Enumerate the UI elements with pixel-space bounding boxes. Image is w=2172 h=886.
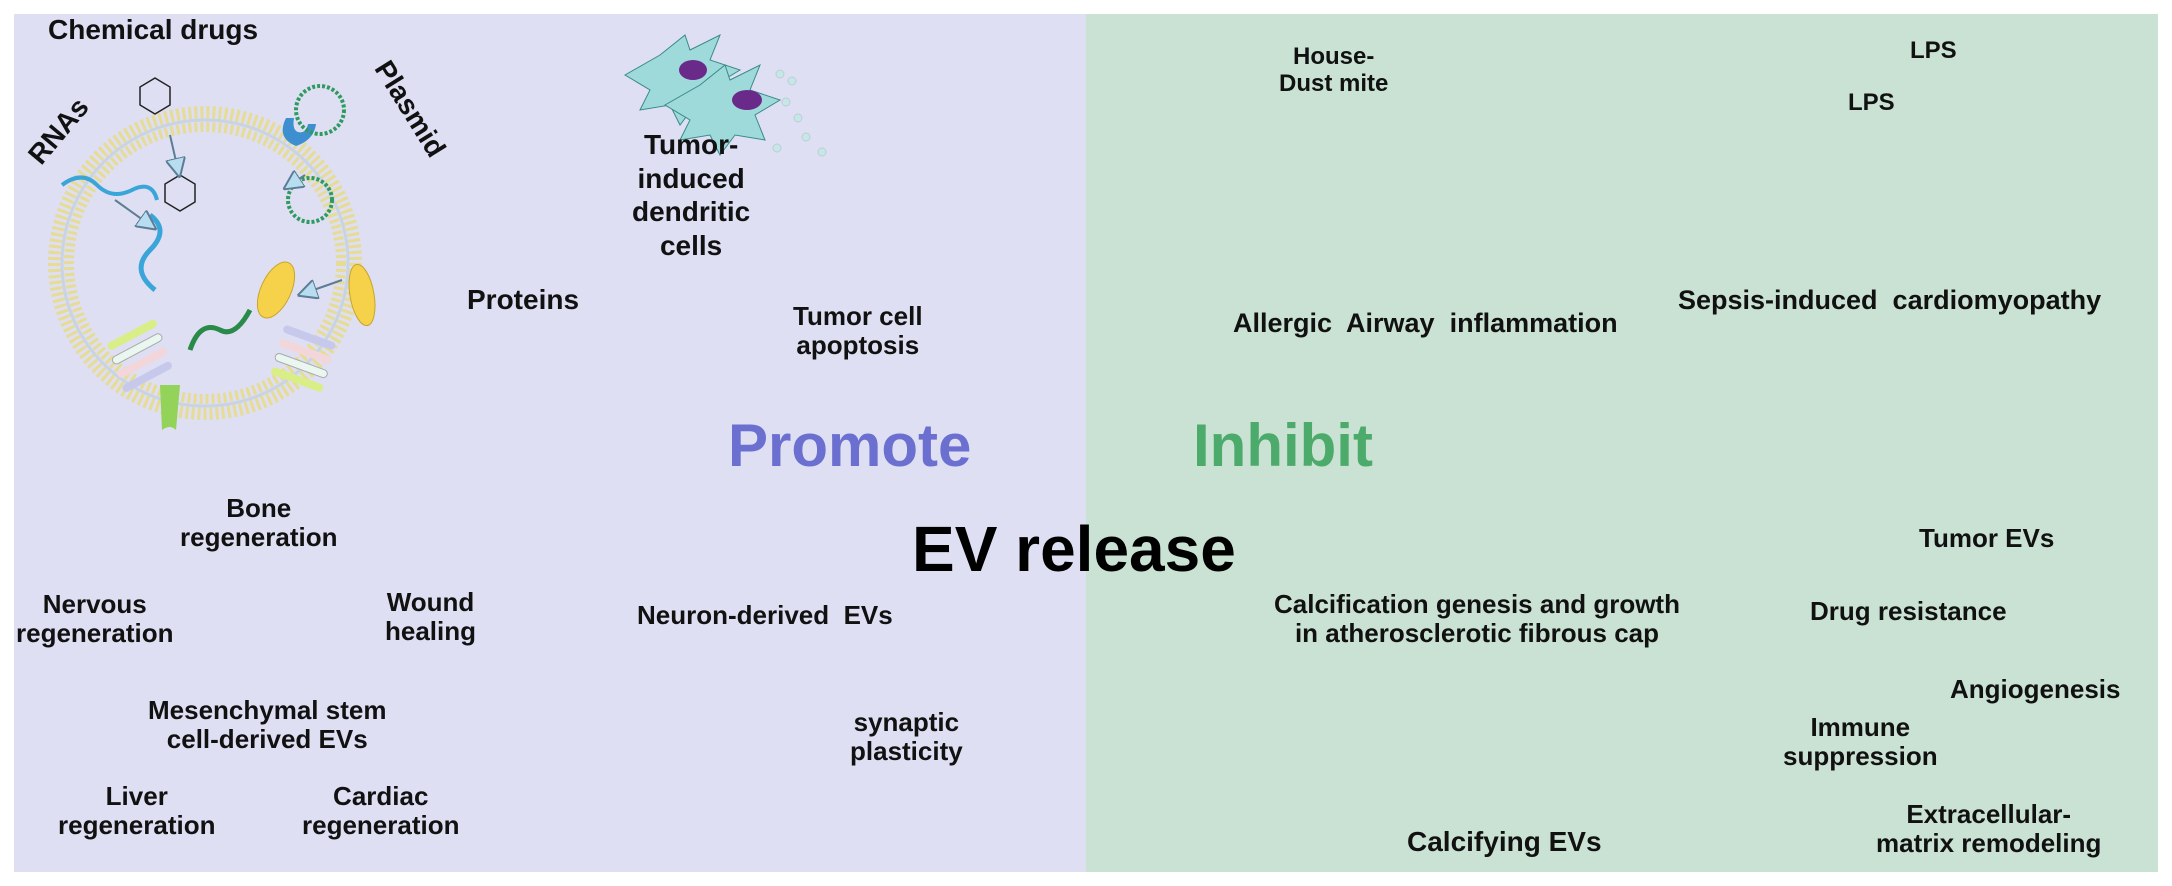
label-line: Immune (1810, 712, 1911, 742)
label-house-dust-mite: House- Dust mite (1279, 43, 1389, 98)
label-calcifying-evs: Calcifying EVs (1407, 826, 1602, 857)
transmembrane-protein-icon (160, 385, 180, 430)
label-line: regeneration (180, 522, 338, 553)
label-line: regeneration (58, 810, 216, 841)
label-line: Tumor cell (793, 301, 923, 331)
label-line: in atherosclerotic fibrous cap (1294, 618, 1660, 649)
transmembrane-protein-icon (271, 325, 336, 392)
dna-icon (187, 308, 253, 351)
receptor-icon (282, 118, 316, 146)
arrow-rnas (114, 199, 150, 225)
label-line: Wound (386, 587, 475, 617)
label-line: Nervous (42, 589, 147, 619)
label-line: cell-derived EVs (166, 724, 368, 755)
label-nervous-regeneration: Nervous regeneration (16, 589, 174, 649)
label-msc-evs: Mesenchymal stem cell-derived EVs (148, 695, 387, 755)
label-line: suppression (1783, 741, 1938, 772)
label-line: regeneration (16, 618, 174, 649)
label-line: Liver (105, 781, 168, 811)
protein-icon (256, 261, 296, 319)
label-angiogenesis: Angiogenesis (1950, 674, 2121, 704)
ev-release-title: EV release (912, 513, 1236, 585)
dendritic-cell-icon (624, 33, 782, 156)
protein-icon (348, 263, 376, 327)
promote-panel (14, 14, 1086, 872)
label-line: dendritic (632, 196, 751, 228)
label-line: House- (1293, 43, 1375, 70)
label-line: Calcification genesis and growth (1274, 589, 1680, 619)
rna-strand-icon (60, 175, 159, 201)
label-calcification: Calcification genesis and growth in athe… (1274, 589, 1680, 649)
label-line: Tumor- (643, 129, 739, 160)
label-line: matrix remodeling (1876, 828, 2102, 859)
promote-label: Promote (728, 412, 972, 479)
label-proteins: Proteins (467, 284, 580, 315)
label-line: Mesenchymal stem (148, 695, 387, 725)
label-bone-regeneration: Bone regeneration (180, 493, 338, 553)
label-line: healing (385, 616, 477, 647)
label-sepsis-induced-cardiomyopathy: Sepsis-induced cardiomyopathy (1678, 285, 2102, 315)
label-immune-suppression: Immune suppression (1783, 712, 1938, 772)
label-line: plasticity (850, 736, 963, 767)
label-synaptic-plasticity: synaptic plasticity (850, 707, 963, 767)
inhibit-panel (1086, 14, 2158, 872)
label-wound-healing: Wound healing (385, 587, 477, 647)
label-line: induced (637, 162, 745, 194)
chemical-structure-icon (139, 77, 196, 212)
label-drug-resistance: Drug resistance (1810, 596, 2007, 626)
arrow-chemical (170, 134, 178, 170)
label-ecm-remodeling: Extracellular- matrix remodeling (1876, 799, 2102, 859)
label-line: Cardiac (333, 781, 429, 811)
arrow-plasmid (290, 175, 306, 185)
ev-vesicle (48, 106, 362, 420)
label-line: synaptic (853, 707, 960, 737)
label-chemical-drugs: Chemical drugs (48, 14, 259, 45)
plasmid-icon (294, 84, 346, 136)
label-liver-regeneration: Liver regeneration (58, 781, 216, 841)
label-line: regeneration (302, 810, 460, 841)
label-allergic-airway-inflammation: Allergic Airway inflammation (1233, 308, 1618, 338)
ev-dots (772, 69, 827, 157)
label-lps: LPS (1848, 89, 1895, 116)
label-neuron-derived-evs: Neuron-derived EVs (637, 600, 893, 630)
label-line: Extracellular- (1906, 799, 2072, 829)
label-lps: LPS (1910, 37, 1957, 64)
label-tumor-evs: Tumor EVs (1919, 523, 2055, 553)
transmembrane-protein-icon (107, 319, 172, 392)
label-cardiac-regeneration: Cardiac regeneration (302, 781, 460, 841)
label-line: apoptosis (796, 330, 920, 361)
arrow-proteins (305, 279, 343, 293)
rna-strand-icon (138, 213, 163, 292)
inhibit-label: Inhibit (1193, 412, 1373, 479)
label-tumor-cell-apoptosis: Tumor cell apoptosis (793, 301, 923, 361)
label-line: Dust mite (1279, 69, 1389, 97)
plasmid-icon (286, 176, 334, 224)
label-line: cells (659, 229, 723, 261)
label-tumor-induced-dendritic-cells: Tumor- induced dendritic cells (632, 128, 750, 262)
label-line: Bone (226, 493, 292, 523)
